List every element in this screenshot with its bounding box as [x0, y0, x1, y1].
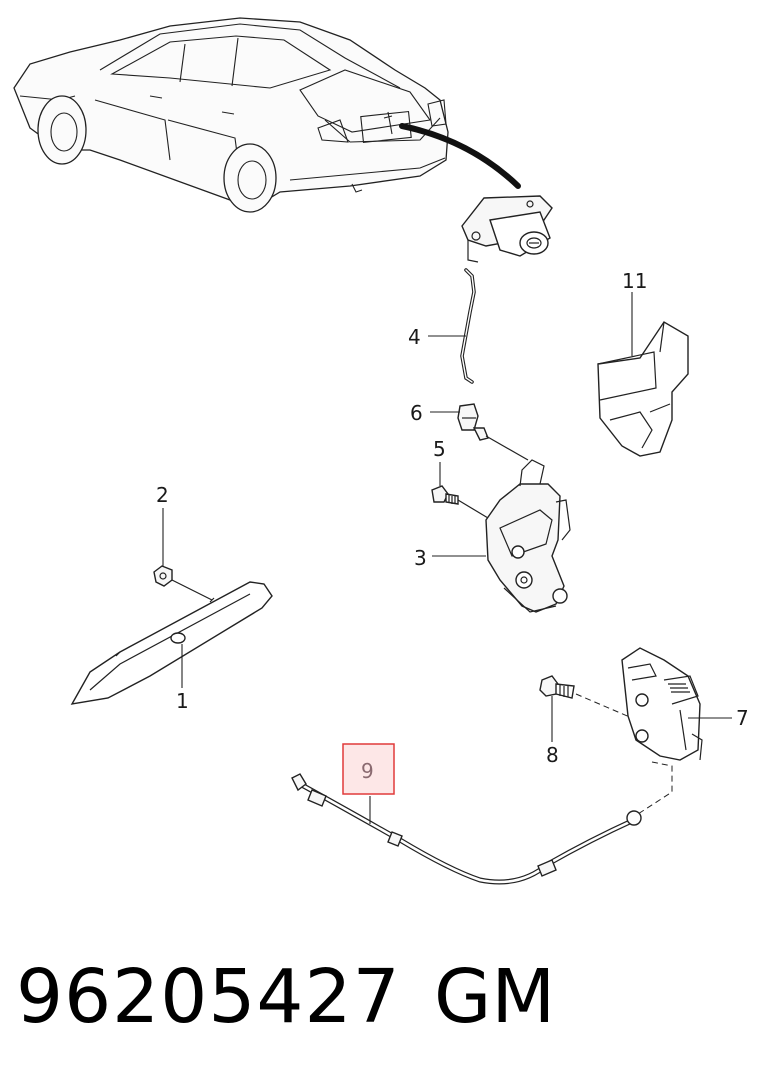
bolt-part-5 [431, 462, 489, 519]
callout-11: 11 [622, 269, 647, 293]
latch-cover-part-11 [597, 292, 689, 457]
trunk-latch-part-3 [432, 459, 571, 613]
callout-6: 6 [410, 401, 423, 425]
brand-name: GM [434, 954, 556, 1040]
release-actuator-part-7 [621, 647, 732, 815]
part-number: 96205427 [16, 954, 401, 1040]
callout-2: 2 [156, 483, 169, 507]
lock-rod-part-4 [428, 268, 476, 384]
trunk-lock-cylinder [461, 195, 553, 263]
screw-part-8 [539, 675, 633, 742]
callout-4: 4 [408, 325, 421, 349]
nut-part-2 [153, 508, 213, 601]
trunk-garnish-part-1 [70, 581, 273, 705]
callout-5: 5 [433, 437, 446, 461]
callout-8: 8 [546, 743, 559, 767]
rod-clip-part-6 [430, 403, 529, 461]
exploded-parts-diagram: 11 4 6 5 2 3 1 7 8 9 [13, 17, 749, 885]
callout-1: 1 [176, 689, 189, 713]
highlight-box-9 [342, 743, 395, 795]
caption: 96205427 GM [0, 952, 764, 1042]
sedan-car-illustration [13, 17, 521, 213]
callout-3: 3 [414, 546, 427, 570]
callout-9: 9 [361, 759, 374, 783]
release-cable-part-9 [291, 773, 642, 885]
callout-7: 7 [736, 706, 749, 730]
